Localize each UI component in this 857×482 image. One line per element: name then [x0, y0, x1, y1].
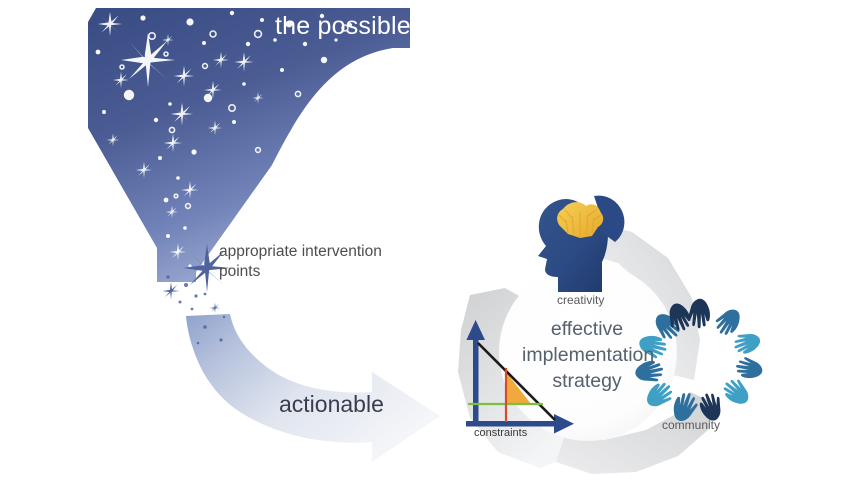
funnel-dots: [95, 10, 352, 268]
feasible-triangle: [506, 372, 531, 404]
brain-shape: [557, 202, 604, 238]
star-intervention-small-2: [209, 302, 221, 314]
label-actionable: actionable: [279, 391, 384, 417]
label-the-possible: the possible: [275, 12, 411, 40]
intervention-sparkles: [162, 244, 231, 345]
star-intervention-small-1: [162, 282, 180, 300]
funnel-rings: [119, 24, 349, 210]
ring-segment-bottomright: [556, 392, 716, 474]
star-large: [121, 33, 175, 87]
constraint-frontier-line: [477, 342, 556, 421]
funnel-stars: [95, 10, 352, 268]
constraints-axes: [466, 320, 574, 434]
funnel-body: [88, 8, 410, 282]
head-brain-icon: [538, 195, 625, 292]
label-appropriate-intervention-points: appropriate intervention points: [219, 243, 382, 280]
label-constraints: constraints: [474, 427, 528, 439]
label-community: community: [662, 418, 721, 432]
strategy-inner-circle: [499, 263, 677, 441]
label-effective-implementation-strategy: effective implementation strategy: [522, 318, 655, 392]
star-intervention-main: [183, 244, 231, 292]
actionable-arrow: [186, 314, 440, 462]
label-creativity: creativity: [557, 293, 605, 307]
sparkle-dots: [166, 275, 226, 345]
